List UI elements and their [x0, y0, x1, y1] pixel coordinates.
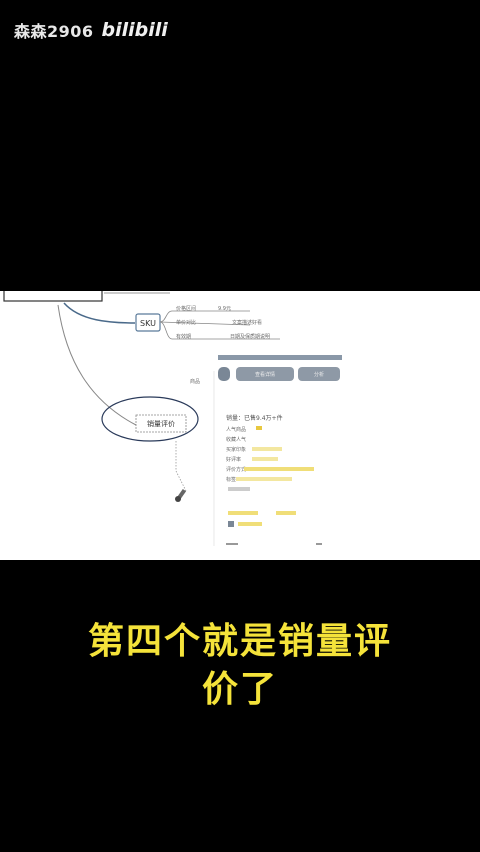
panel-foot-1: [226, 543, 238, 545]
watermark: 森森2906 bilibili: [14, 18, 168, 42]
branch-value-2: 文案描述好看: [232, 319, 262, 326]
panel-row-5: 评价方式: [226, 466, 246, 473]
bilibili-logo: bilibili: [101, 19, 168, 41]
highlight-circle: [101, 396, 199, 442]
sales-label: 销量评价: [147, 419, 175, 428]
video-frame: SKU 价格区间 单价对比 有效期 9.9元 文案描述好看 日期及保质期说明 销…: [0, 291, 480, 560]
panel-line-1: [228, 487, 250, 491]
panel-row-4: 好评率: [226, 456, 241, 463]
panel-row-0: 销量：已售9.4万+件: [226, 414, 283, 422]
panel-line-2: [228, 511, 258, 515]
panel-row-1: 人气商品: [226, 426, 246, 433]
panel-icon: [228, 521, 234, 527]
panel-header-bar: [218, 355, 342, 360]
sku-branch-1: [159, 310, 250, 323]
panel-header: 商品: [190, 378, 200, 385]
connector-to-sales: [57, 304, 137, 426]
sku-branch-2: [159, 321, 251, 326]
panel-button-1: [236, 367, 294, 381]
channel-name: 森森2906: [14, 22, 94, 41]
panel-button-2-label: 分析: [314, 371, 324, 378]
panel-row-6: 标签: [226, 476, 236, 483]
panel-button-2: [298, 367, 340, 381]
sku-node: [135, 313, 161, 332]
sales-node: [135, 414, 187, 433]
panel-button-1-label: 查看详情: [255, 371, 275, 378]
subtitle-line-2: 价了: [201, 669, 278, 710]
sku-label: SKU: [140, 319, 156, 328]
branch-value-3: 日期及保质期说明: [230, 333, 270, 340]
panel-tag-1: [256, 426, 262, 430]
panel-foot-2: [316, 543, 322, 545]
panel-line-3: [276, 511, 296, 515]
mindmap-canvas: SKU 价格区间 单价对比 有效期 9.9元 文案描述好看 日期及保质期说明 销…: [3, 291, 342, 546]
panel-line-4: [238, 522, 262, 526]
panel-tag-4: [244, 467, 314, 471]
subtitle: 第四个就是销量评 价了: [0, 618, 480, 714]
branch-value-1: 9.9元: [218, 306, 231, 312]
subtitle-line-1: 第四个就是销量评: [87, 621, 392, 662]
sales-dotted-link: [175, 441, 187, 492]
pen-cursor-icon: [175, 488, 187, 502]
root-node: [3, 291, 103, 302]
panel-tag-5: [236, 477, 292, 481]
branch-label-1: 价格区间: [176, 305, 196, 312]
panel-button-left: [218, 367, 230, 381]
sku-branch-3: [159, 321, 280, 340]
panel-row-3: 买家印象: [226, 446, 246, 453]
branch-label-2: 单价对比: [176, 319, 196, 326]
branch-label-3: 有效期: [176, 333, 191, 340]
panel-row-2: 收藏人气: [226, 436, 246, 443]
panel-tag-2: [252, 447, 282, 451]
connector-to-sku: [63, 302, 136, 324]
panel-tag-3: [252, 457, 278, 461]
